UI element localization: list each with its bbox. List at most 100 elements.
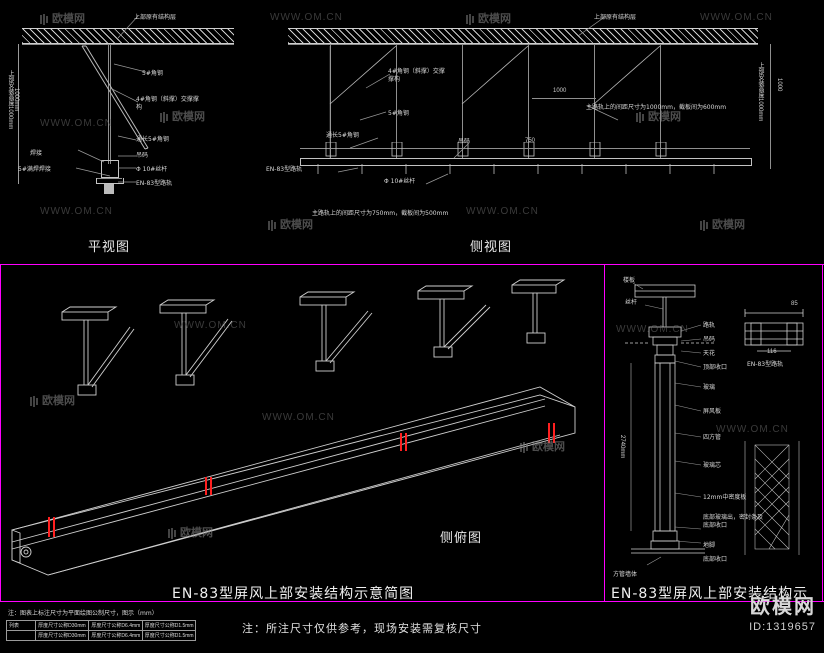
label-hanger: 吊码 <box>703 336 716 343</box>
label-bottom-closure: 底部收口 <box>703 556 728 563</box>
slab-underline <box>22 44 234 45</box>
label-bottom-seal: 底部玻璃出，密封条及底部收口 <box>703 514 764 529</box>
diagonal-braces-side <box>329 45 661 159</box>
footer: 注：图表上标注尺寸为平面绘图公制尺寸，图示（mm） 列表 厚度尺寸公称D30mm… <box>0 594 824 653</box>
label-floor-slab: 楼板 <box>623 277 636 284</box>
structural-slab-hatch-side <box>288 28 758 44</box>
rod-4 <box>528 44 529 159</box>
footer-note: 注：所注尺寸仅供参考，现场安装需复核尺寸 <box>242 622 482 635</box>
table-cell: 厚度尺寸公称D6.4mm <box>89 621 143 630</box>
label-top-closure: 顶部收口 <box>703 364 728 371</box>
label-glass: 玻璃 <box>703 384 716 391</box>
rod-5 <box>594 44 595 159</box>
label-rail: 路轨 <box>703 322 716 329</box>
site-logo: 欧模网 ID:1319657 <box>749 590 816 633</box>
footer-table-note: 注：图表上标注尺寸为平面绘图公制尺寸，图示（mm） <box>8 610 158 617</box>
panel-side-view: 1000 750 上部安装高度1000mm 1000 上部原有结构层 4#角钢（… <box>266 0 824 265</box>
panel-title-front-view: 平视图 <box>88 240 131 255</box>
panel-title-iso: 侧俯图 <box>440 531 483 546</box>
label-wall-tube: 方管墙体 <box>613 571 638 578</box>
label-mdf-12mm: 12mm中密度板 <box>703 494 747 501</box>
table-cell: 厚度尺寸公称D6.4mm <box>89 631 143 640</box>
callout-leaders-side <box>337 15 619 185</box>
table-cell: 厚度尺寸公称D30mm <box>36 621 90 630</box>
label-weld: 焊接 <box>30 150 43 157</box>
label-rod: 丝杆 <box>625 299 638 306</box>
label-rail-en83-side: EN-83型路轨 <box>266 166 303 173</box>
dimension-line-vertical <box>18 44 19 184</box>
label-long-angle-side: 通长5#角钢 <box>326 132 359 139</box>
panel-title-side-view: 侧视图 <box>470 240 513 255</box>
callout-leaders-front <box>75 15 147 183</box>
table-cell: 厚度尺寸公称D1.5mm <box>144 633 194 639</box>
table-row: 厚度尺寸公称D30mm 厚度尺寸公称D6.4mm 厚度尺寸公称D1.5mm <box>7 630 195 640</box>
caption-iso: EN-83型屏风上部安装结构示意简图 <box>172 586 415 601</box>
dim-2740mm: 2740mm <box>619 435 625 459</box>
dimension-750-line <box>514 148 558 149</box>
rail-hanger-ticks <box>317 164 715 174</box>
label-rail-en83-detail: EN-83型路轨 <box>747 361 784 368</box>
hanger-bracket <box>101 160 119 178</box>
rod-2 <box>396 44 397 159</box>
main-rail-profile <box>300 158 752 166</box>
label-existing-slab: 上部原有结构层 <box>134 14 177 21</box>
table-cell: 列表 <box>7 621 37 630</box>
dimension-label-1000mm-side: 上部安装高度1000mm <box>757 62 763 122</box>
label-angle-5-side: 5#角钢 <box>388 110 409 117</box>
dimension-750-label: 750 <box>525 138 536 144</box>
label-long-angle-5: 通长5#角钢 <box>136 136 169 143</box>
asset-id: ID:1319657 <box>749 621 816 633</box>
dimension-label-1000mm: 上部安装高度1000mm <box>7 70 13 130</box>
dimension-1000-line <box>532 98 596 99</box>
label-full-weld: 5#满焊焊接 <box>18 166 51 173</box>
label-rod-10-side: Φ 10#丝杆 <box>384 178 416 185</box>
frame-divider-bottom <box>0 601 824 602</box>
hanger-blocks <box>325 142 667 157</box>
annotation-mark-7 <box>548 423 550 443</box>
label-ceiling: 天花 <box>703 350 716 357</box>
label-foot: 地脚 <box>703 542 716 549</box>
rod-6 <box>660 44 661 159</box>
annotation-mark-6 <box>405 433 407 451</box>
footer-table: 列表 厚度尺寸公称D30mm 厚度尺寸公称D6.4mm 厚度尺寸公称D1.5mm… <box>6 620 196 641</box>
dimension-line-vertical-side <box>770 44 771 169</box>
table-cell <box>7 631 37 640</box>
panel-section-view: 楼板 丝杆 路轨 吊码 天花 顶部收口 玻璃 屏风板 四方管 玻璃芯 12mm中… <box>605 265 823 601</box>
rod-3 <box>462 44 463 159</box>
label-hanger-code: 吊码 <box>136 152 149 159</box>
table-cell: 厚度尺寸公称D1.5mm <box>144 623 194 629</box>
label-spacing-1000: 主路轨上的间距尺寸为1000mm，截板间为600mm <box>586 104 727 111</box>
label-rail-en83: EN-83型路轨 <box>136 180 173 187</box>
dimension-1000-label: 1000 <box>553 88 567 94</box>
frame-divider-horizontal <box>0 264 824 265</box>
frame-right <box>822 264 823 602</box>
label-angle-4-brace-side: 4#角钢（斜撑）交撑撑构 <box>388 68 445 83</box>
label-existing-slab-side: 上部原有结构层 <box>594 14 637 21</box>
label-glass-core: 玻璃芯 <box>703 462 722 469</box>
site-logo-text: 欧模网 <box>750 594 816 618</box>
annotation-mark-1 <box>48 517 50 537</box>
annotation-mark-8 <box>553 423 555 443</box>
threaded-rod <box>108 44 109 164</box>
annotation-mark-3 <box>205 477 207 495</box>
label-square-tube: 四方管 <box>703 434 722 441</box>
rail-profile <box>96 178 124 184</box>
rod-1 <box>330 44 331 159</box>
frame-middle <box>604 264 605 602</box>
annotation-mark-2 <box>53 517 55 537</box>
label-angle-5: 5#角钢 <box>142 70 163 77</box>
hanger-plate <box>96 178 122 179</box>
dim-85: 85 <box>791 301 798 307</box>
dimension-label-1000-side: 1000 <box>776 78 782 92</box>
threaded-rod-2 <box>110 44 111 164</box>
frame-left <box>0 264 1 602</box>
rail-block <box>104 184 114 194</box>
label-panel: 屏风板 <box>703 408 722 415</box>
annotation-mark-5 <box>400 433 402 451</box>
section-drawing <box>625 282 804 566</box>
annotation-mark-4 <box>210 477 212 495</box>
isometric-structure <box>11 279 576 576</box>
dimension-label-1000: 1000mm <box>13 88 19 112</box>
label-hanger-code-side: 吊码 <box>458 138 471 145</box>
